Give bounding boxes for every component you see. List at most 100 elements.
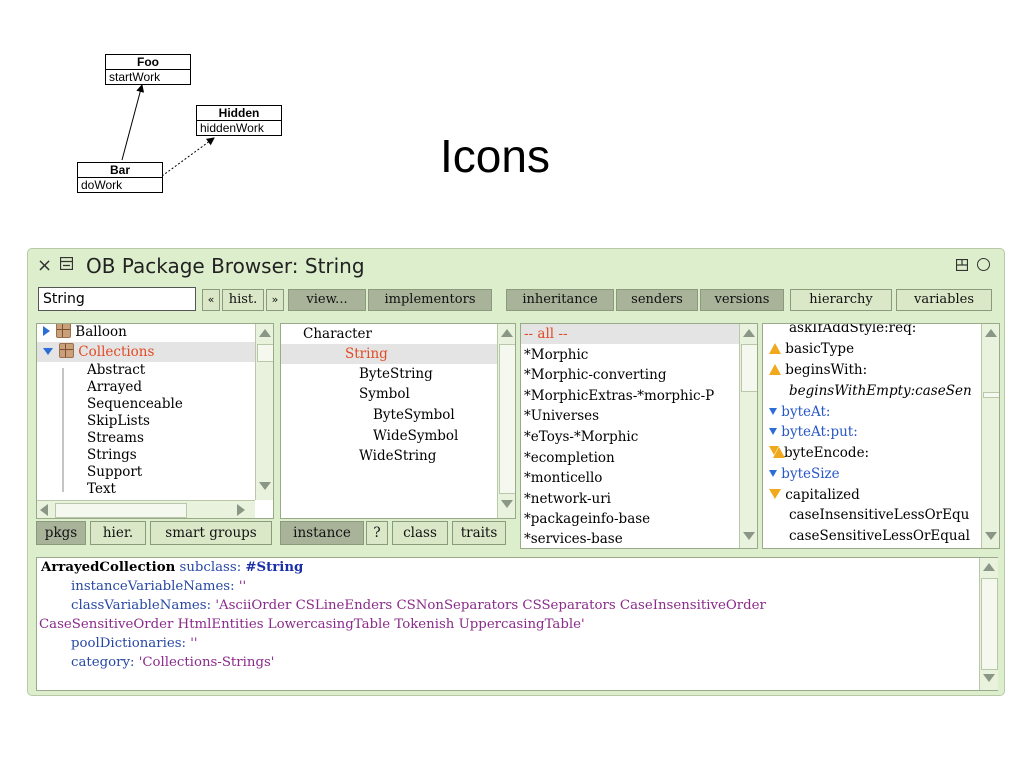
pkgs-button[interactable]: pkgs (36, 521, 86, 545)
traits-button[interactable]: traits (452, 521, 506, 545)
help-button[interactable]: ? (366, 521, 388, 545)
close-icon[interactable]: × (37, 255, 53, 276)
method-item[interactable]: byteAt:put: (769, 422, 858, 442)
method-item[interactable]: caseInsensitiveLessOrEqu (789, 507, 970, 523)
implementors-button[interactable]: implementors (368, 289, 492, 311)
scroll-thumb[interactable] (257, 344, 273, 362)
package-child-item[interactable]: Text (87, 481, 116, 497)
package-horizontal-scrollbar[interactable] (37, 500, 255, 518)
bar-to-foo-arrow (121, 84, 145, 161)
expand-icon[interactable] (977, 258, 990, 271)
package-label: Collections (78, 344, 155, 360)
package-child-item[interactable]: SkipLists (87, 413, 150, 429)
window-titlebar[interactable]: × OB Package Browser: String (28, 249, 1004, 283)
category-item[interactable]: *ecompletion (524, 450, 615, 466)
scroll-thumb[interactable] (741, 344, 757, 392)
window-menu-icon[interactable] (60, 257, 73, 270)
scroll-thumb[interactable] (55, 503, 187, 518)
category-list-pane[interactable]: -- all -- *Morphic *Morphic-converting *… (520, 323, 758, 549)
class-item[interactable]: ByteSymbol (373, 407, 455, 423)
method-vertical-scrollbar[interactable] (981, 324, 999, 548)
class-side-button[interactable]: class (392, 521, 448, 545)
history-button[interactable]: hist. (222, 289, 264, 311)
method-label: byteSize (781, 466, 840, 482)
senders-button[interactable]: senders (616, 289, 698, 311)
scroll-down-icon[interactable] (259, 482, 271, 490)
category-item[interactable]: *MorphicExtras-*morphic-P (524, 388, 715, 404)
class-item[interactable]: Symbol (359, 386, 410, 402)
versions-button[interactable]: versions (700, 289, 784, 311)
class-item[interactable]: ByteString (359, 366, 433, 382)
package-item[interactable]: Balloon (43, 324, 127, 342)
package-child-item[interactable]: Abstract (87, 362, 146, 378)
class-vertical-scrollbar[interactable] (497, 324, 515, 518)
scroll-right-icon[interactable] (237, 504, 245, 516)
uml-diagram-connectors (121, 84, 215, 177)
inheritance-button[interactable]: inheritance (506, 289, 614, 311)
code-vertical-scrollbar[interactable] (979, 558, 998, 690)
collapse-icon[interactable] (956, 259, 968, 271)
scroll-up-icon[interactable] (743, 329, 755, 337)
variables-button[interactable]: variables (896, 289, 992, 311)
package-child-item[interactable]: Support (87, 464, 143, 480)
class-list-pane[interactable]: Character String ByteString Symbol ByteS… (280, 323, 516, 519)
view-button[interactable]: view... (288, 289, 366, 311)
package-item-selected[interactable]: Collections (37, 342, 257, 362)
method-item[interactable]: capitalized (769, 485, 860, 505)
scroll-up-icon[interactable] (259, 329, 271, 337)
method-item[interactable]: beginsWithEmpty:caseSen (789, 383, 972, 399)
category-item[interactable]: *Universes (524, 408, 600, 424)
method-item[interactable]: beginsWith: (769, 360, 867, 380)
search-input[interactable] (38, 287, 196, 311)
scroll-down-icon[interactable] (743, 532, 755, 540)
class-item-selected[interactable]: String (281, 344, 497, 364)
scroll-up-icon[interactable] (985, 329, 997, 337)
scroll-down-icon[interactable] (985, 532, 997, 540)
method-list-pane[interactable]: askIfAddStyle:req: basicType beginsWith:… (762, 323, 1000, 549)
package-child-item[interactable]: Sequenceable (87, 396, 183, 412)
uml-class-method: startWork (109, 70, 161, 84)
package-child-item[interactable]: Streams (87, 430, 144, 446)
code-line: CaseSensitiveOrder HtmlEntities Lowercas… (39, 615, 585, 634)
method-label: byteAt:put: (781, 424, 858, 440)
package-child-item[interactable]: Arrayed (87, 379, 142, 395)
hierarchy-button[interactable]: hierarchy (790, 289, 892, 311)
code-editor-pane[interactable]: ArrayedCollection subclass: #String inst… (36, 557, 998, 691)
method-item[interactable]: caseSensitiveLessOrEqual (789, 528, 970, 544)
category-item[interactable]: *packageinfo-base (524, 511, 651, 527)
collapse-triangle-icon[interactable] (43, 348, 53, 355)
category-item[interactable]: *monticello (524, 470, 603, 486)
method-item[interactable]: askIfAddStyle:req: (789, 323, 917, 336)
package-list-pane[interactable]: Balloon Collections Abstract Arrayed Seq… (36, 323, 274, 519)
category-item[interactable]: *services-base (524, 531, 623, 547)
scroll-up-icon[interactable] (501, 329, 513, 337)
method-item[interactable]: byteAt: (769, 402, 830, 422)
class-item[interactable]: WideSymbol (373, 428, 459, 444)
package-child-item[interactable]: Strings (87, 447, 137, 463)
scroll-thumb[interactable] (499, 344, 515, 494)
method-item[interactable]: byteEncode: (769, 443, 869, 463)
back-button[interactable]: « (202, 289, 220, 311)
category-item[interactable]: *network-uri (524, 491, 611, 507)
scroll-thumb[interactable] (981, 578, 998, 670)
scroll-thumb[interactable] (983, 392, 999, 398)
category-item[interactable]: *Morphic-converting (524, 367, 667, 383)
method-item[interactable]: basicType (769, 339, 854, 359)
category-vertical-scrollbar[interactable] (739, 324, 757, 548)
category-item-selected[interactable]: -- all -- (521, 324, 739, 344)
smart-groups-button[interactable]: smart groups (150, 521, 272, 545)
scroll-down-icon[interactable] (983, 674, 995, 682)
scroll-left-icon[interactable] (40, 504, 48, 516)
class-item[interactable]: WideString (359, 448, 437, 464)
scroll-down-icon[interactable] (501, 500, 513, 508)
instance-button[interactable]: instance (280, 521, 364, 545)
hier-button[interactable]: hier. (90, 521, 146, 545)
method-item[interactable]: byteSize (769, 464, 840, 484)
class-item[interactable]: Character (303, 326, 373, 342)
scroll-up-icon[interactable] (983, 563, 995, 571)
package-vertical-scrollbar[interactable] (255, 324, 273, 500)
category-item[interactable]: *eToys-*Morphic (524, 429, 639, 445)
category-item[interactable]: *Morphic (524, 347, 589, 363)
forward-button[interactable]: » (266, 289, 284, 311)
expand-triangle-icon[interactable] (43, 326, 50, 336)
